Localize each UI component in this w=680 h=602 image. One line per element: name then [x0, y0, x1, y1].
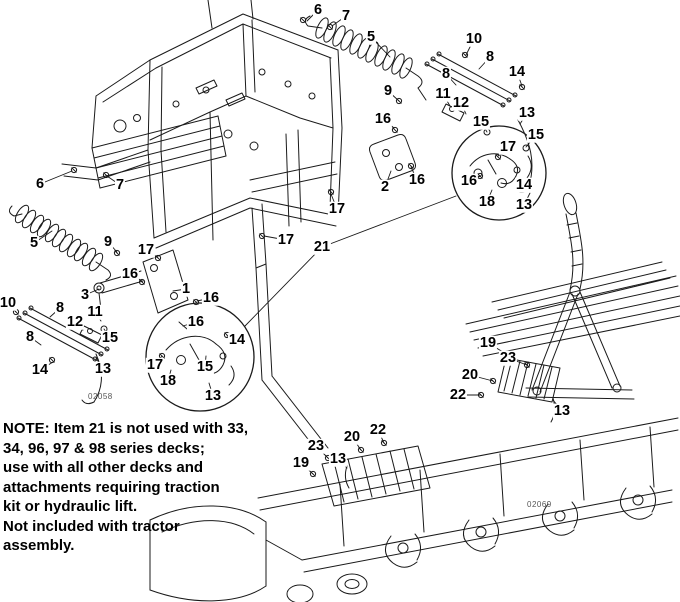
callout-2: 2	[379, 178, 391, 195]
callout-15: 15	[100, 329, 120, 346]
callout-19: 19	[478, 334, 498, 351]
callout-14: 14	[30, 361, 50, 378]
callout-8: 8	[54, 299, 66, 316]
callout-8: 8	[440, 65, 452, 82]
callout-13: 13	[328, 450, 348, 467]
callout-22: 22	[448, 386, 468, 403]
callout-10: 10	[464, 30, 484, 47]
callout-7: 7	[340, 7, 352, 24]
callout-5: 5	[28, 234, 40, 251]
note-text: NOTE: Item 21 is not used with 33, 34, 9…	[3, 420, 249, 554]
hardware-bolts-art	[12, 16, 531, 478]
left-spring-art	[8, 204, 112, 281]
callout-9: 9	[382, 82, 394, 99]
callout-15: 15	[471, 113, 491, 130]
callout-17: 17	[136, 241, 156, 258]
callout-22: 22	[368, 421, 388, 438]
bracket-art	[93, 134, 416, 319]
callout-16: 16	[407, 171, 427, 188]
callout-9: 9	[102, 233, 114, 250]
callout-5: 5	[365, 28, 377, 45]
callout-23: 23	[306, 437, 326, 454]
detail-circle-right	[451, 125, 547, 221]
callout-17: 17	[498, 138, 518, 155]
lift-rods-left-art	[16, 305, 110, 405]
callout-13: 13	[203, 387, 223, 404]
callout-16: 16	[120, 265, 140, 282]
callout-10: 10	[0, 294, 18, 311]
tractor-frame-art	[61, 0, 343, 453]
callout-6: 6	[34, 175, 46, 192]
callout-8: 8	[24, 328, 36, 345]
callout-13: 13	[514, 196, 534, 213]
callout-12: 12	[451, 94, 471, 111]
callout-18: 18	[158, 372, 178, 389]
callout-14: 14	[514, 176, 534, 193]
hitch-frame-art	[149, 417, 679, 602]
callout-17: 17	[145, 356, 165, 373]
callout-8: 8	[484, 48, 496, 65]
callout-12: 12	[65, 313, 85, 330]
callout-16: 16	[186, 313, 206, 330]
callout-3: 3	[79, 286, 91, 303]
callout-14: 14	[507, 63, 527, 80]
callout-13: 13	[93, 360, 113, 377]
callout-20: 20	[342, 428, 362, 445]
callout-16: 16	[373, 110, 393, 127]
callout-17: 17	[327, 200, 347, 217]
callout-15: 15	[195, 358, 215, 375]
callout-21: 21	[312, 238, 332, 255]
callout-20: 20	[460, 366, 480, 383]
figure-code: 02058	[88, 392, 113, 401]
callout-16: 16	[201, 289, 221, 306]
figure-code: 02069	[527, 500, 552, 509]
callout-18: 18	[477, 193, 497, 210]
callout-14: 14	[227, 331, 247, 348]
callout-13: 13	[552, 402, 572, 419]
callout-17: 17	[276, 231, 296, 248]
detail-circle-left	[145, 302, 255, 412]
callout-19: 19	[291, 454, 311, 471]
callout-6: 6	[312, 1, 324, 18]
callout-16: 16	[459, 172, 479, 189]
callout-15: 15	[526, 126, 546, 143]
callout-11: 11	[434, 85, 452, 102]
callout-13: 13	[517, 104, 537, 121]
callout-1: 1	[180, 280, 192, 297]
callout-11: 11	[86, 303, 104, 320]
lift-lever-art	[465, 192, 680, 423]
callout-23: 23	[498, 349, 518, 366]
callout-7: 7	[114, 176, 126, 193]
top-spring-art	[304, 15, 427, 101]
